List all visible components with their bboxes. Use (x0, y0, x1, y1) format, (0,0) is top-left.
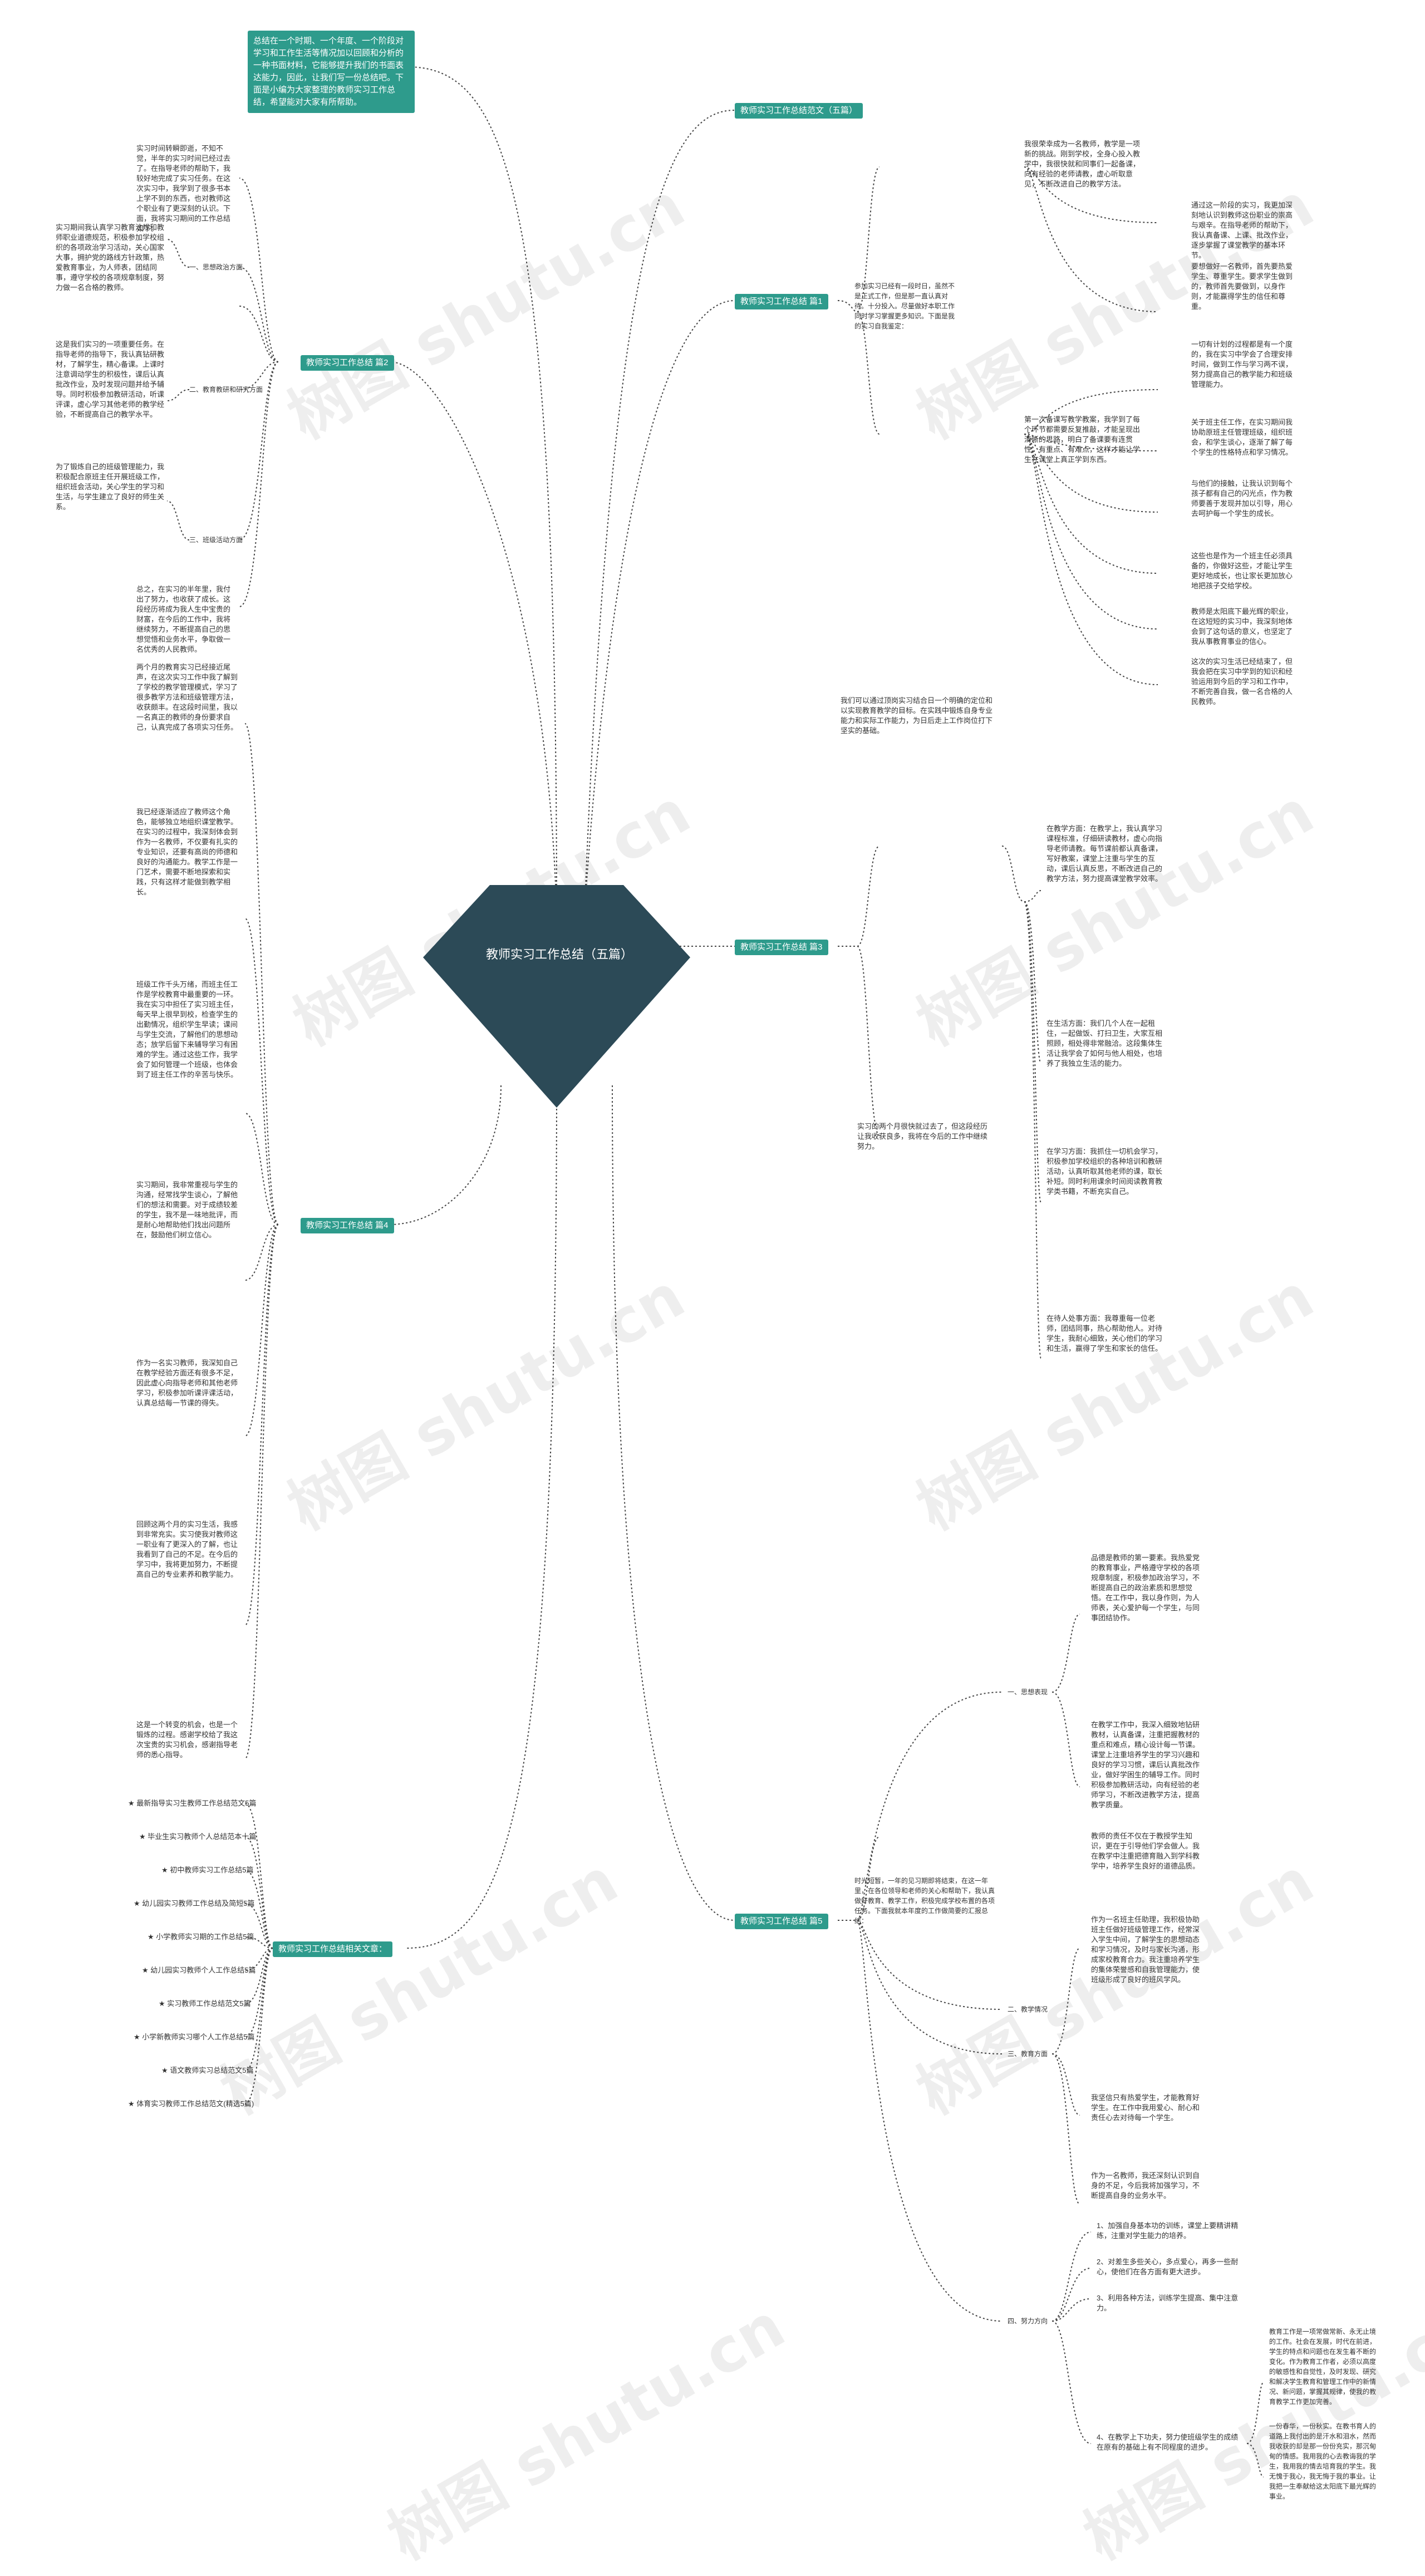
article1-point: 这次的实习生活已经结束了，但我会把在实习中学到的知识和经验运用到今后的学习和工作… (1191, 657, 1293, 706)
related-article-link[interactable]: ★ 实习教师工作总结范文5篇 (159, 1999, 251, 2008)
article1-point: 教师是太阳底下最光辉的职业，在这短短的实习中，我深刻地体会到了这句话的意义，也坚… (1191, 607, 1293, 646)
related-article-link[interactable]: ★ 语文教师实习总结范文5篇 (161, 2066, 254, 2074)
watermark: 树图 shutu.cn (276, 169, 696, 453)
article1-point: 关于班主任工作，在实习期间我协助原班主任管理班级，组织班会，和学生谈心，逐渐了解… (1191, 418, 1293, 456)
article2-section-label[interactable]: 一、思想政治方面 (189, 263, 243, 271)
article5-section-label[interactable]: 二、教学情况 (1008, 2005, 1048, 2013)
branch-article-2[interactable]: 教师实习工作总结 篇2 (301, 355, 394, 371)
article5-section-text: 我坚信只有热爱学生，才能教育好学生。在工作中我用爱心、耐心和责任心去对待每一个学… (1091, 2093, 1200, 2122)
article5-section-label[interactable]: 四、努力方向 (1008, 2317, 1048, 2325)
article3-para: 在待人处事方面：我尊重每一位老师，团结同事，热心帮助他人。对待学生，我耐心细致，… (1046, 1314, 1163, 1353)
related-article-link[interactable]: ★ 初中教师实习工作总结5篇 (161, 1866, 254, 1874)
article1-point: 通过这一阶段的实习，我更加深刻地认识到教师这份职业的崇高与艰辛。在指导老师的帮助… (1191, 201, 1293, 259)
watermark: 树图 shutu.cn (905, 776, 1325, 1060)
article4-para: 回顾这两个月的实习生活，我感到非常充实。实习使我对教师这一职业有了更深入的了解，… (136, 1520, 238, 1579)
article1-point: 这些也是作为一个班主任必须具备的，你做好这些，才能让学生更好地成长，也让家长更加… (1191, 552, 1293, 590)
article2-section-text: 这是我们实习的一项重要任务。在指导老师的指导下，我认真钻研教材，了解学生，精心备… (56, 340, 165, 419)
related-article-link[interactable]: ★ 幼儿园实习教师工作总结及简短5篇 (134, 1899, 255, 1908)
watermark: 树图 shutu.cn (905, 1260, 1325, 1544)
article3-para: 在教学方面：在教学上，我认真学习课程标准，仔细研读教材，虚心向指导老师请教。每节… (1046, 824, 1163, 883)
article5-intro: 时光短暂，一年的见习期即将结束，在这一年里，在各位领导和老师的关心和帮助下，我认… (854, 1877, 995, 1925)
article5-direction-item: 4、在教学上下功夫，努力使班级学生的成绩在原有的基础上有不同程度的进步。 (1097, 2433, 1239, 2451)
article1-intro: 参加实习已经有一段时日，虽然不是正式工作，但是那一直认真对待。十分投入。尽量做好… (854, 282, 955, 330)
article2-section-label[interactable]: 二、教育教研和研究方面 (189, 386, 263, 394)
article5-section-text: 在教学工作中，我深入细致地钻研教材，认真备课，注重把握教材的重点和难点，精心设计… (1091, 1720, 1200, 1809)
article3-intro: 我们可以通过顶岗实习结合日一个明确的定位和以实现教育教学的目标。在实践中锻炼自身… (841, 696, 993, 735)
article2-section-text: 为了锻炼自己的班级管理能力，我积极配合原班主任开展班级工作，组织班会活动，关心学… (56, 463, 165, 511)
article5-direction-item: 2、对差生多些关心，多点爱心，再多一些耐心，使他们在各方面有更大进步。 (1097, 2258, 1239, 2276)
article5-section-text: 作为一名教师，我还深刻认识到自身的不足，今后我将加强学习，不断提高自身的业务水平… (1091, 2171, 1200, 2200)
article1-point: 一切有计划的过程都是有一个度的，我在实习中学会了合理安排时间，做到工作与学习两不… (1191, 340, 1293, 389)
related-article-link[interactable]: ★ 毕业生实习教师个人总结范本十篇 (139, 1832, 257, 1841)
related-article-link[interactable]: ★ 小学教师实习期的工作总结5篇 (148, 1933, 254, 1941)
root-node-shape (423, 885, 690, 1108)
watermark: 树图 shutu.cn (276, 1260, 696, 1544)
article1-para: 我很荣幸成为一名教师，教学是一项新的挑战。刚到学校，全身心投入教学中，我很快就和… (1024, 140, 1141, 188)
article4-para: 两个月的教育实习已经接近尾声，在这次实习工作中我了解到了学校的教学管理模式，学习… (136, 663, 238, 731)
article4-para: 我已经逐渐适应了教师这个角色，能够独立地组织课堂教学。在实习的过程中，我深刻体会… (136, 808, 238, 896)
article5-closing: 教育工作是一项常做常新、永无止境的工作。社会在发展，时代在前进，学生的特点和问题… (1269, 2328, 1377, 2406)
branch-title-range[interactable]: 教师实习工作总结范文（五篇） (735, 103, 863, 119)
intro-note[interactable]: 总结在一个时期、一个年度、一个阶段对学习和工作生活等情况加以回顾和分析的一种书面… (248, 31, 415, 113)
article3-para: 在学习方面：我抓住一切机会学习，积极参加学校组织的各种培训和教研活动，认真听取其… (1046, 1147, 1163, 1196)
article4-para: 实习期间，我非常重视与学生的沟通，经常找学生谈心，了解他们的想法和需要。对于成绩… (136, 1181, 238, 1239)
article2-intro: 实习时间转瞬即逝，不知不觉，半年的实习时间已经过去了。在指导老师的帮助下，我较好… (136, 144, 231, 233)
branch-article-5[interactable]: 教师实习工作总结 篇5 (735, 1914, 828, 1929)
article2-conclusion: 总之，在实习的半年里，我付出了努力，也收获了成长。这段经历将成为我人生中宝贵的财… (136, 585, 231, 653)
branch-article-3[interactable]: 教师实习工作总结 篇3 (735, 940, 828, 955)
article5-closing: 一份春华，一份秋实。在教书育人的道路上我付出的是汗水和泪水，然而我收获的却是那一… (1269, 2422, 1377, 2500)
related-article-link[interactable]: ★ 小学新教师实习哪个人工作总结5篇 (134, 2033, 255, 2041)
article4-para: 班级工作千头万绪，而班主任工作是学校教育中最重要的一环。我在实习中担任了实习班主… (136, 980, 238, 1079)
article3-para: 在生活方面：我们几个人在一起租住，一起做饭、打扫卫生，大家互相照顾，相处得非常融… (1046, 1019, 1163, 1068)
branch-article-1[interactable]: 教师实习工作总结 篇1 (735, 294, 828, 309)
article5-section-text: 品德是教师的第一要素。我热爱党的教育事业，严格遵守学校的各项规章制度，积极参加政… (1091, 1554, 1200, 1622)
article5-direction-item: 1、加强自身基本功的训练，课堂上要精讲精练，注重对学生能力的培养。 (1097, 2221, 1239, 2240)
article2-section-text: 实习期间我认真学习教育法规和教师职业道德规范，积极参加学校组织的各项政治学习活动… (56, 223, 165, 292)
article1-point: 要想做好一名教师，首先要热爱学生、尊重学生。要求学生做到的，教师首先要做到，以身… (1191, 262, 1293, 311)
article1-para: 第一次备课写教学教案，我学到了每个环节都需要反复推敲，才能呈现出清晰的思路，明白… (1024, 415, 1141, 464)
branch-related[interactable]: 教师实习工作总结相关文章： (273, 1941, 393, 1957)
article2-section-label[interactable]: 三、班级活动方面 (189, 536, 243, 544)
article4-para: 这是一个转变的机会，也是一个锻炼的过程。感谢学校给了我这次宝贵的实习机会，感谢指… (136, 1720, 238, 1759)
branch-article-4[interactable]: 教师实习工作总结 篇4 (301, 1218, 394, 1233)
article5-section-label[interactable]: 一、思想表现 (1008, 1688, 1048, 1696)
related-article-link[interactable]: ★ 最新指导实习生教师工作总结范文5篇 (128, 1799, 257, 1807)
watermark: 树图 shutu.cn (209, 1845, 630, 2128)
article5-section-text: 作为一名班主任助理，我积极协助班主任做好班级管理工作，经常深入学生中间，了解学生… (1091, 1915, 1200, 1984)
article5-section-text: 教师的责任不仅在于教授学生知识，更在于引导他们学会做人。我在教学中注重把德育融入… (1091, 1832, 1200, 1870)
watermark: 树图 shutu.cn (376, 2290, 797, 2574)
article1-point: 与他们的接触，让我认识到每个孩子都有自己的闪光点，作为教师要善于发现并加以引导，… (1191, 479, 1293, 518)
article5-section-label[interactable]: 三、教育方面 (1008, 2050, 1048, 2058)
related-article-link[interactable]: ★ 幼儿园实习教师个人工作总结5篇 (142, 1966, 256, 1974)
article3-end: 实习的两个月很快就过去了，但这段经历让我收获良多，我将在今后的工作中继续努力。 (857, 1122, 988, 1151)
article5-direction-item: 3、利用各种方法，训练学生提高、集中注意力。 (1097, 2294, 1239, 2312)
root-title[interactable]: 教师实习工作总结（五篇） (485, 947, 633, 961)
related-article-link[interactable]: ★ 体育实习教师工作总结范文(精选5篇) (128, 2100, 254, 2108)
article4-para: 作为一名实习教师，我深知自己在教学经验方面还有很多不足，因此虚心向指导老师和其他… (136, 1359, 238, 1407)
